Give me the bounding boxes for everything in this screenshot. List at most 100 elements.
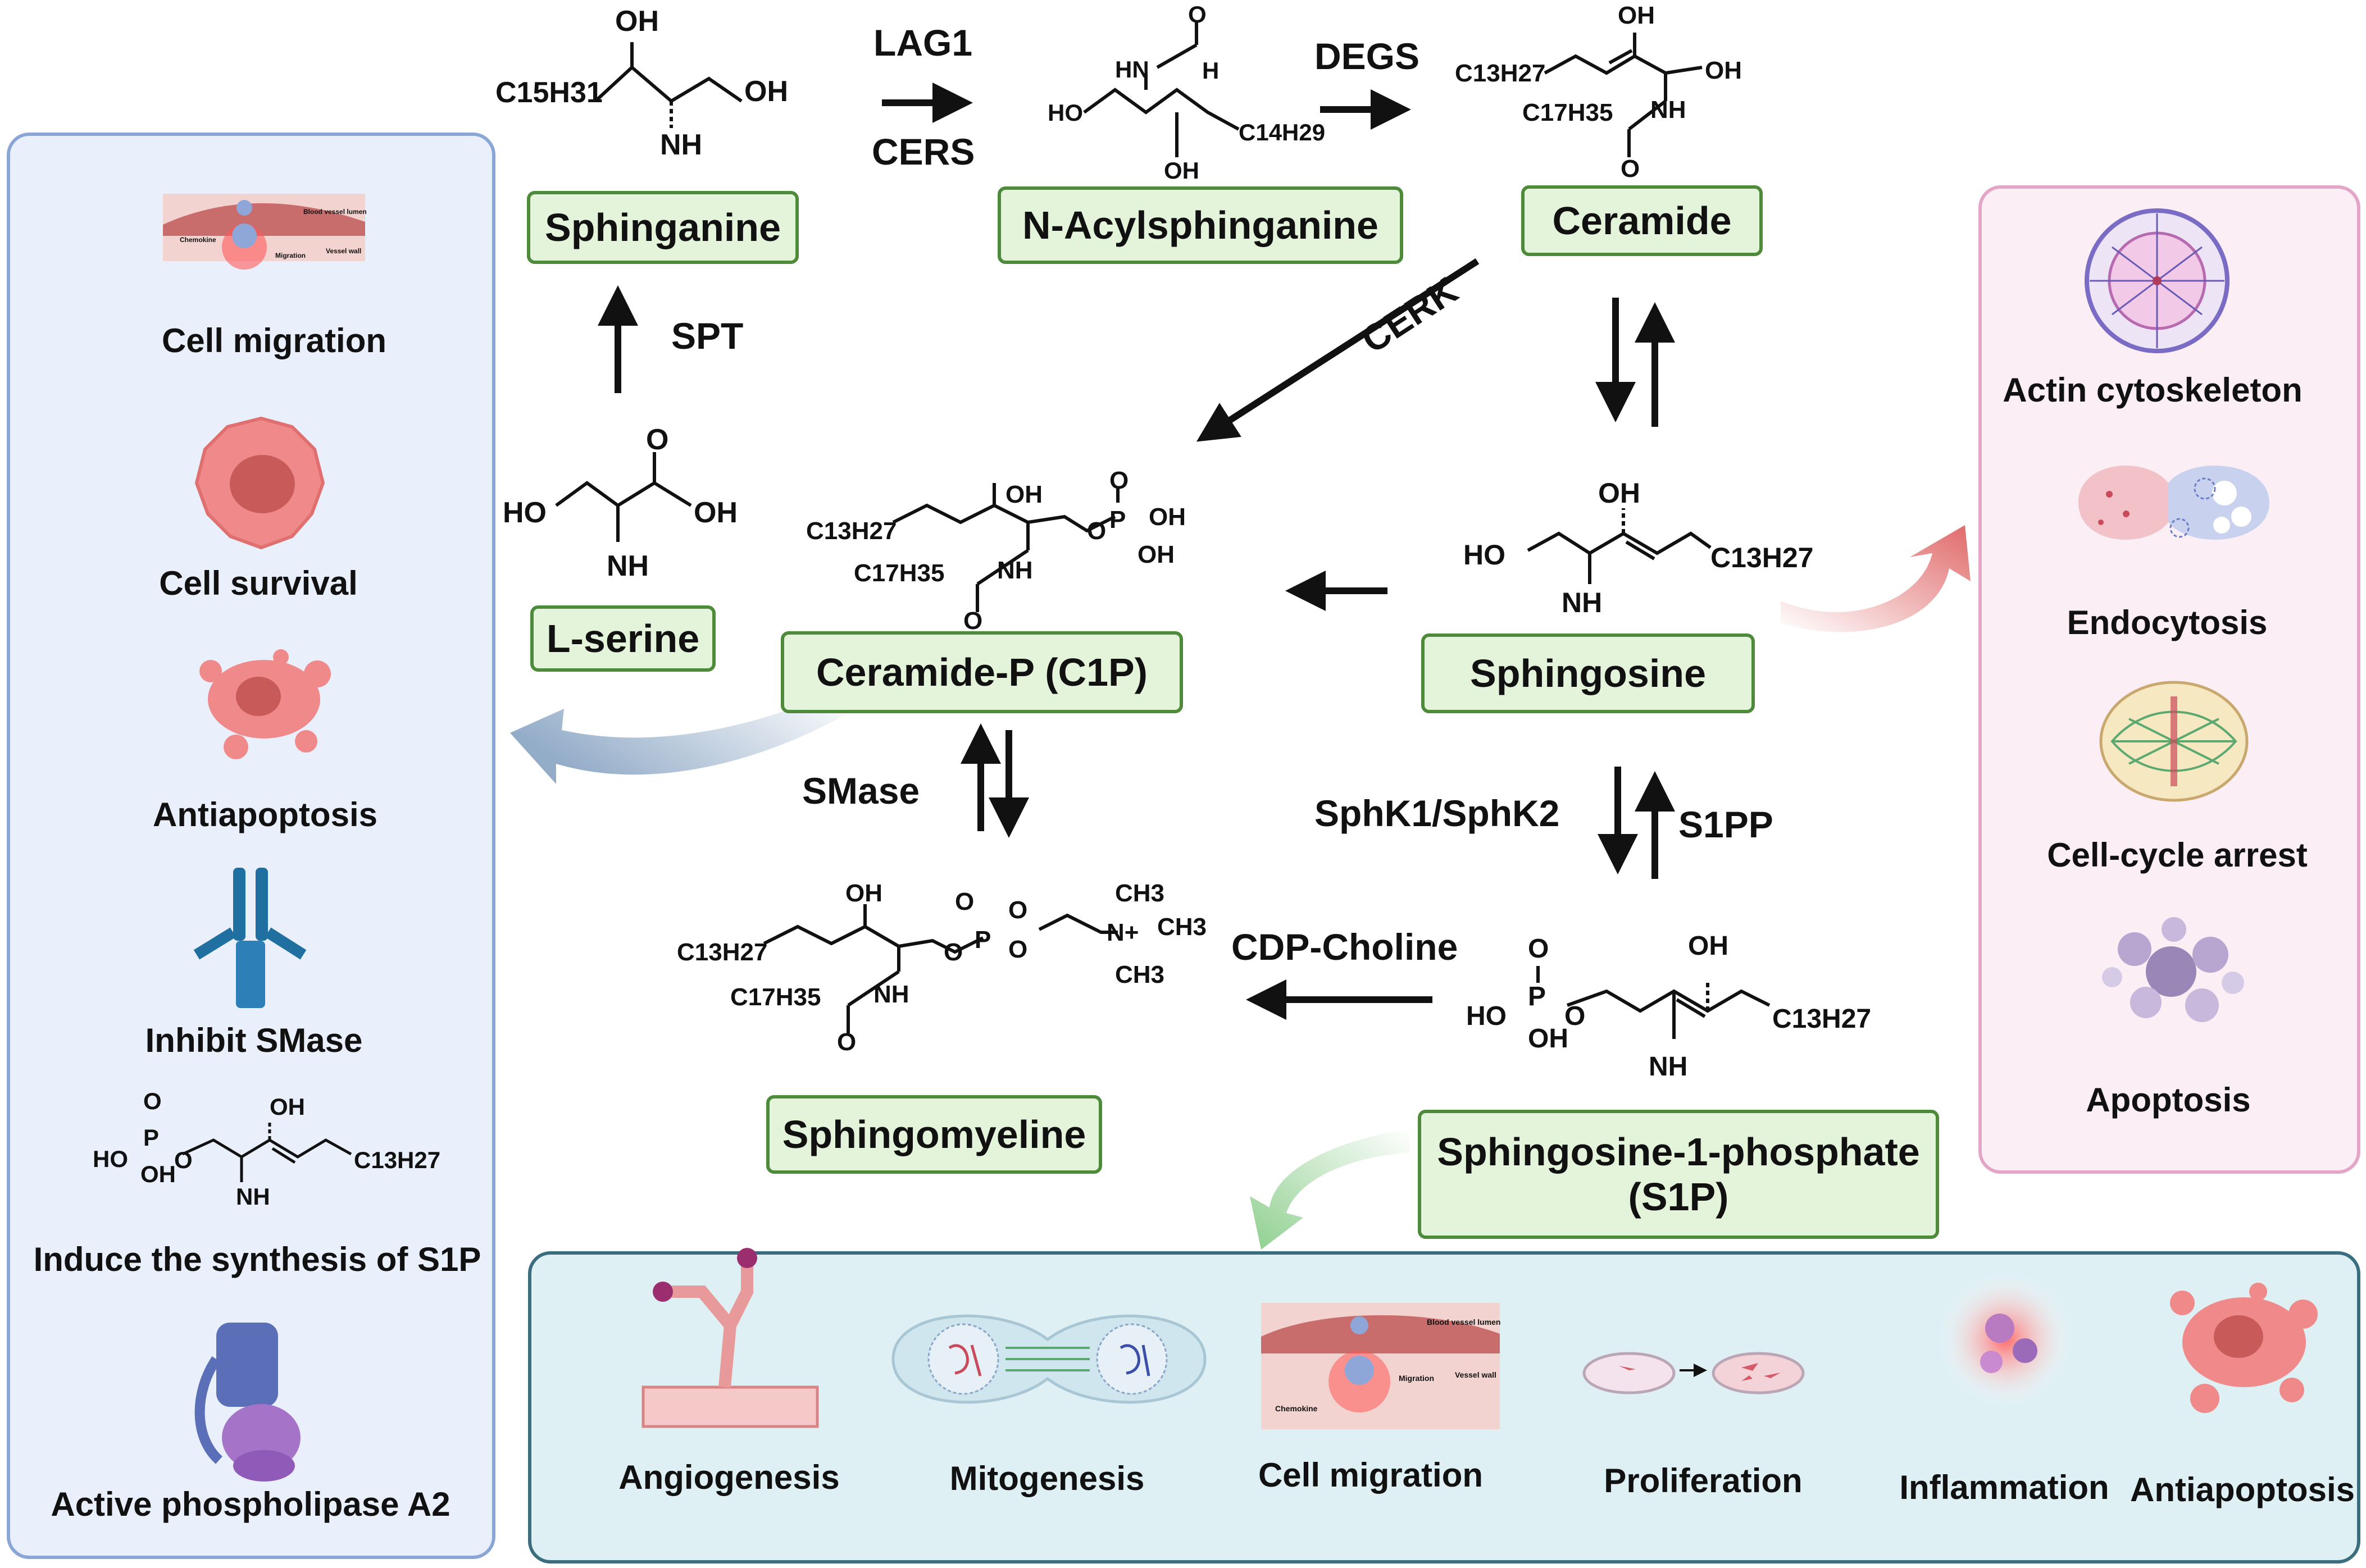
sm-ch3-right: CH3: [1157, 913, 1207, 941]
ceramide-o: O: [1621, 155, 1640, 183]
s1p-structure: [1536, 966, 1771, 1039]
sphingosine-oh: OH: [1598, 477, 1640, 509]
ceramide-p-structure: [892, 483, 1120, 612]
c1p-o-link: O: [1087, 517, 1106, 545]
left-label-antiapoptosis: Antiapoptosis: [153, 796, 377, 833]
s1p-small-structure: [181, 1120, 352, 1182]
inflammation-icon: [1938, 1272, 2073, 1407]
right-label-cell-cycle: Cell-cycle arrest: [2047, 836, 2308, 874]
inset-left-lumen: Blood vessel lumen: [303, 208, 367, 216]
node-sphinganine: Sphinganine: [527, 191, 799, 264]
node-sphinganine-label: Sphinganine: [545, 205, 781, 249]
bottom-label-cell-migration: Cell migration: [1258, 1456, 1484, 1494]
left-s1p-nh2: NH: [236, 1183, 270, 1210]
bottom-label-mitogenesis: Mitogenesis: [949, 1460, 1145, 1497]
s1p-o-top: O: [1528, 934, 1549, 964]
nacyl-oh: OH: [1164, 157, 1199, 184]
node-l-serine-label: L-serine: [546, 616, 700, 660]
node-n-acylsphinganine: N-Acylsphinganine: [998, 186, 1403, 264]
left-s1p-ho: HO: [93, 1146, 128, 1172]
right-label-endocytosis: Endocytosis: [2067, 604, 2268, 641]
node-l-serine: L-serine: [530, 605, 716, 672]
sphingomyeline-structure: [763, 904, 1118, 1033]
left-s1p-oh-p: OH: [140, 1161, 176, 1187]
sphinganine-c15h31: C15H31: [495, 76, 603, 109]
sm-o-chain: O: [1008, 896, 1027, 924]
sm-p: P: [975, 926, 991, 954]
ceramide-structure: [1544, 33, 1703, 157]
c1p-oh-2: OH: [1138, 541, 1175, 568]
node-ceramide: Ceramide: [1521, 185, 1763, 256]
enzyme-degs: DEGS: [1314, 35, 1420, 77]
c1p-p: P: [1109, 506, 1126, 534]
sphinganine-nh2: NH: [660, 129, 702, 161]
node-ceramide-p-label: Ceramide-P (C1P): [816, 650, 1148, 694]
node-n-acylsphinganine-label: N-Acylsphinganine: [1022, 203, 1378, 247]
node-ceramide-p: Ceramide-P (C1P): [781, 631, 1183, 713]
s1p-o-link: O: [1564, 1001, 1585, 1031]
cell-migration-bottom-icon: [1261, 1303, 1500, 1429]
left-s1p-o-link: O: [174, 1147, 193, 1173]
n-acylsphinganine-structure: [1083, 22, 1240, 157]
pathway-arrows: [598, 83, 1675, 1020]
inhibit-smase-icon: [193, 868, 307, 1008]
s1p-ho: HO: [1466, 1001, 1507, 1031]
sm-c17h35: C17H35: [730, 983, 821, 1011]
sm-n-plus: N+: [1107, 919, 1139, 946]
curve-arrow-c1p-to-left: [510, 694, 848, 784]
serine-ho: HO: [503, 496, 547, 529]
inset-left-chemokine: Chemokine: [180, 236, 216, 244]
ceramide-nh: NH: [1650, 96, 1686, 124]
node-sphingosine-label: Sphingosine: [1470, 651, 1706, 695]
left-s1p-o-top: O: [143, 1088, 162, 1114]
inset-bottom-chemokine: Chemokine: [1275, 1404, 1318, 1413]
curve-arrow-s1p-to-bottom: [1250, 1129, 1410, 1250]
sm-c13h27: C13H27: [677, 938, 767, 966]
inset-left-wall: Vessel wall: [326, 247, 362, 255]
sphingosine-c13h27: C13H27: [1710, 542, 1813, 573]
right-label-apoptosis: Apoptosis: [2086, 1081, 2251, 1119]
s1p-oh: OH: [1688, 931, 1728, 961]
cell-cycle-arrest-icon: [2099, 681, 2249, 802]
sm-nh: NH: [873, 981, 909, 1008]
l-serine-structure: [555, 452, 692, 542]
enzyme-sphk: SphK1/SphK2: [1314, 792, 1560, 834]
nacyl-c14h29: C14H29: [1239, 119, 1325, 145]
s1p-c13h27: C13H27: [1772, 1004, 1871, 1034]
nacyl-h: H: [1202, 57, 1219, 84]
enzyme-smase: SMase: [802, 770, 920, 812]
left-s1p-oh: OH: [270, 1093, 305, 1120]
enzyme-cdp-choline: CDP-Choline: [1231, 926, 1458, 968]
c1p-o-bottom: O: [963, 607, 982, 635]
node-s1p: Sphingosine-1-phosphate (S1P): [1418, 1110, 1939, 1239]
nacyl-ho: HO: [1048, 99, 1083, 126]
curve-arrow-sphingosine-to-right: [1781, 525, 1971, 632]
nacyl-o: O: [1188, 1, 1207, 28]
enzyme-s1pp: S1PP: [1678, 804, 1773, 845]
nacyl-hn: HN: [1115, 56, 1149, 83]
antiapoptosis-bottom-icon: [2170, 1283, 2318, 1413]
sphinganine-structure: [594, 42, 743, 128]
sm-o-link: O: [944, 938, 963, 966]
serine-o: O: [646, 423, 668, 456]
sphingosine-nh2: NH: [1562, 587, 1602, 618]
left-label-cell-survival: Cell survival: [159, 564, 358, 602]
c1p-nh: NH: [997, 557, 1033, 584]
ceramide-oh-top: OH: [1618, 2, 1655, 29]
sphingosine-structure: [1527, 508, 1712, 584]
inset-bottom-wall: Vessel wall: [1455, 1370, 1496, 1379]
cell-migration-icon: [163, 194, 365, 270]
ceramide-c17h35: C17H35: [1522, 99, 1613, 126]
left-effects-panel: [7, 133, 495, 1559]
sphingosine-ho: HO: [1463, 539, 1505, 571]
left-s1p-c13h27: C13H27: [354, 1147, 440, 1173]
bottom-label-inflammation: Inflammation: [1899, 1469, 2109, 1506]
phospholipase-a2-icon: [194, 1323, 301, 1482]
inset-left-migration: Migration: [275, 252, 306, 259]
bottom-label-proliferation: Proliferation: [1604, 1462, 1803, 1499]
bottom-label-antiapoptosis: Antiapoptosis: [2130, 1471, 2355, 1508]
endocytosis-icon: [2078, 466, 2269, 540]
bottom-label-angiogenesis: Angiogenesis: [618, 1458, 840, 1496]
node-sphingomyeline: Sphingomyeline: [766, 1095, 1102, 1174]
